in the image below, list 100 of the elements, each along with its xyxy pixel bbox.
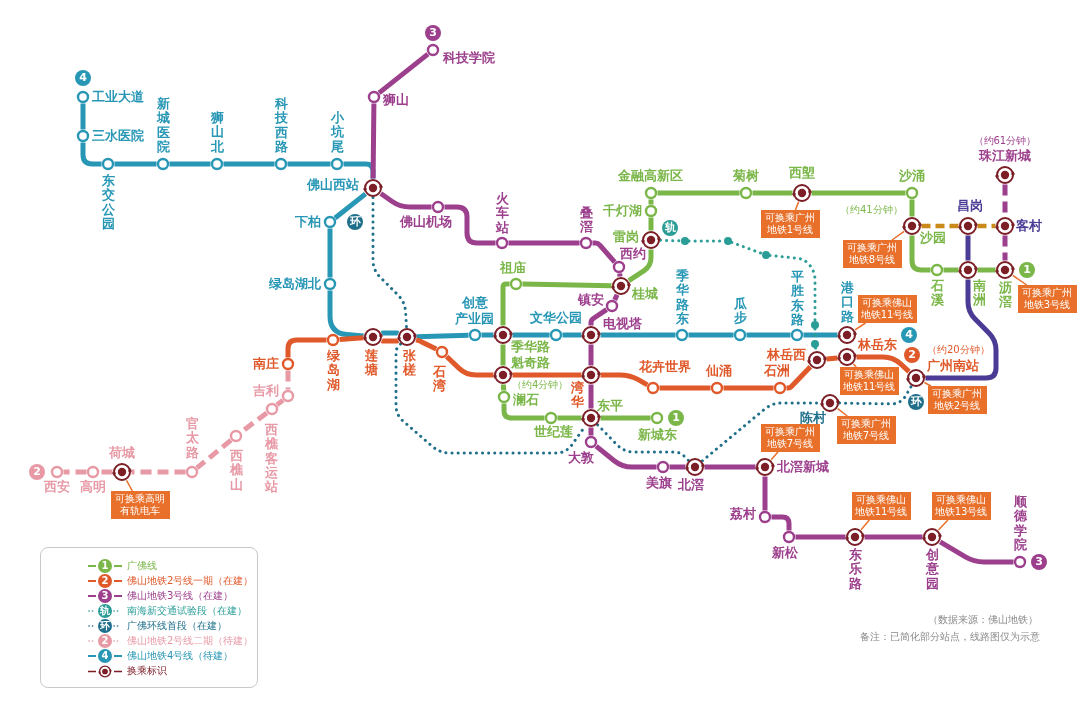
metro-line [223,161,275,167]
line-badge: 4 [901,327,917,343]
travel-time: （约4分钟） [512,379,569,391]
station-name: 北滘 [678,477,704,493]
station-name: 荔村 [730,506,756,522]
leader-line [1012,274,1028,286]
station-name: 平胜东路 [790,270,804,328]
metro-line [648,217,654,231]
metro-line [612,293,620,302]
leader-line [836,407,849,417]
station-name: 文华公园 [530,310,582,326]
leader-line [125,479,134,492]
callout-box: 可换乘佛山地铁11号线 [839,367,899,395]
station-name: 电视塔 [603,315,642,332]
legend-text: 佛山地铁2号线一期（在建） [127,575,254,587]
station-dot-icon [724,237,732,245]
metro-line [114,161,157,167]
legend-badge: 轨 [98,604,112,618]
metro-line [730,240,764,256]
metro-line [669,464,686,470]
metro-line [500,281,510,326]
station-name: 昌岗 [957,198,983,214]
station-name: 西樵山 [229,449,243,492]
station-name: 世纪莲 [533,424,573,440]
station-name: 三水医院 [92,128,144,144]
legend-badge: 2 [98,574,112,588]
metro-line [285,337,327,358]
station-name: 港口路 [840,281,854,324]
metro-line [771,514,792,531]
metro-line [768,253,817,323]
metro-line [394,342,587,455]
legend-text: 佛山地铁2号线二期（待建） [127,635,254,647]
metro-line [627,249,654,283]
metro-line [1002,235,1008,261]
leader-line [794,201,800,211]
metro-line [704,464,756,470]
station-name: 瓜步 [733,297,747,326]
station-name: 张槎 [402,349,416,378]
station-name: 狮山 [383,92,409,108]
metro-line [371,196,408,329]
line-badge: 3 [1031,554,1047,570]
metro-line [648,199,654,205]
station-name: 菊树 [733,168,759,184]
legend-text: 广佛线 [127,560,157,572]
metro-line [500,344,506,366]
station-name: 沥滘 [998,281,1012,310]
station-name: 大敦 [568,450,594,466]
metro-line [814,346,818,353]
metro-line [909,235,931,273]
metro-line [659,385,711,391]
metro-line [596,423,690,462]
metro-line [512,372,582,378]
station-name: 创意园 [925,548,939,591]
station-name: 绿岛湖 [326,349,340,392]
station-name: 季华路 [511,339,550,355]
station-name: 桂城 [632,286,658,302]
station-name: 石湾 [432,365,446,394]
metro-line [977,267,996,273]
metro-line [856,354,911,374]
line-badge: 环 [347,214,363,230]
metro-line [795,534,846,540]
station-name: 林岳东 [858,337,897,353]
station-name: 石洲 [764,363,790,379]
metro-line [588,307,608,326]
station-name: 绿岛湖北 [269,276,321,292]
leader-line [923,381,932,387]
leader-line [937,519,949,531]
station-name: 荷城 [109,445,135,461]
metro-line [977,223,996,229]
metro-line [600,372,649,387]
metro-line [746,332,791,338]
travel-time: （约61分钟） [973,135,1037,147]
station-name: 客村 [1016,218,1042,234]
legend-badge: 4 [98,649,112,663]
station-name: 沙园 [920,230,946,246]
metro-line [195,438,233,470]
callout-box: 可换乘广州地铁3号线 [1017,285,1077,313]
station-name: 湾华 [570,381,584,410]
metro-line [762,476,768,511]
station-name: 仙涌 [706,363,732,379]
station-dot-icon [762,251,770,259]
metro-line [925,279,999,381]
station-name: 祖庙 [500,260,526,276]
leader-line [860,519,871,531]
legend-text: 换乘标识 [127,665,167,677]
metro-line [508,240,580,246]
station-name: 佛山机场 [400,214,452,230]
leader-line [852,363,857,368]
callout-box: 可换乘广州地铁8号线 [842,240,902,268]
line-badge: 轨 [662,220,678,236]
station-name: 石溪 [930,279,944,308]
metro-line [600,415,651,421]
station-name: 金融高新区 [617,168,683,184]
metro-line [965,235,971,261]
metro-line [594,444,657,470]
metro-line [600,332,676,338]
station-name: 陈村 [800,410,826,426]
metro-line [512,332,550,338]
metro-line [80,103,86,130]
station-name: 西塱 [789,165,815,181]
